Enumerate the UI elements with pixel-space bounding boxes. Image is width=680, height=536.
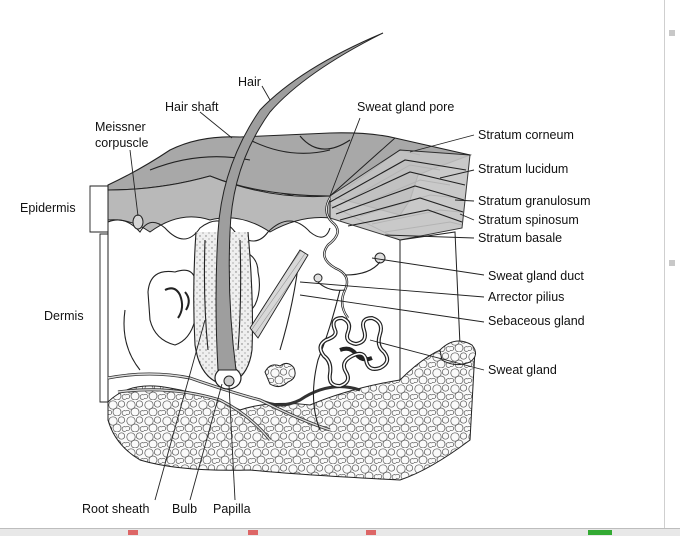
label-meissner-line1: Meissner: [95, 120, 146, 134]
label-dermis: Dermis: [44, 309, 84, 323]
label-sweat-gland-duct: Sweat gland duct: [488, 269, 584, 283]
taskbar-item[interactable]: [128, 530, 138, 535]
label-bulb: Bulb: [172, 502, 197, 516]
taskbar-item[interactable]: [588, 530, 612, 535]
leader-sweat-pore: [329, 117, 361, 197]
leader-papilla: [228, 384, 236, 501]
leader-arrector-pilius: [299, 281, 485, 298]
label-arrector-pilius: Arrector pilius: [488, 290, 564, 304]
leader-bulb: [189, 383, 223, 501]
labels: Hair Hair shaft Meissner corpuscle Sweat…: [20, 75, 591, 516]
epidermis-bracket: [89, 185, 108, 233]
duct-lumen: [323, 197, 349, 319]
dermal-papilla: [223, 375, 235, 387]
label-hair-shaft: Hair shaft: [165, 100, 219, 114]
leader-stratum-spinosum: [459, 213, 475, 221]
epidermis-front-face: [107, 175, 331, 233]
edge-marker: [669, 260, 675, 266]
label-epidermis: Epidermis: [20, 201, 76, 215]
leader-stratum-corneum: [409, 134, 475, 153]
taskbar-item[interactable]: [248, 530, 258, 535]
label-hair: Hair: [238, 75, 261, 89]
skin-cross-section-diagram: Hair Hair shaft Meissner corpuscle Sweat…: [20, 32, 591, 516]
hair-shaft: [215, 32, 384, 371]
window-edge-scroll-strip: [664, 0, 680, 535]
gland-lumen-left: [164, 287, 190, 319]
bulb-cluster: [264, 362, 296, 388]
label-stratum-corneum: Stratum corneum: [478, 128, 574, 142]
leader-hair-shaft: [199, 111, 233, 139]
label-meissner-line2: corpuscle: [95, 136, 149, 150]
duct-bulb-2: [313, 273, 323, 283]
label-root-sheath: Root sheath: [82, 502, 149, 516]
layer-brackets: [89, 185, 108, 403]
leader-sebaceous-gland: [299, 294, 485, 323]
label-stratum-granulosum: Stratum granulosum: [478, 194, 591, 208]
label-sweat-gland-pore: Sweat gland pore: [357, 100, 454, 114]
taskbar-item[interactable]: [366, 530, 376, 535]
leader-lines: [129, 85, 485, 501]
vessel-lumen: [107, 373, 331, 441]
fat-lobule-right: [439, 340, 476, 366]
duct-bulb: [374, 252, 386, 264]
label-sebaceous-gland: Sebaceous gland: [488, 314, 585, 328]
leader-root-sheath: [154, 319, 206, 501]
edge-marker: [669, 30, 675, 36]
label-stratum-lucidum: Stratum lucidum: [478, 162, 568, 176]
arrector-pili-muscle: [249, 249, 309, 339]
label-stratum-basale: Stratum basale: [478, 231, 562, 245]
leader-sweat-gland-duct: [371, 257, 485, 276]
root-sheath-lines: [203, 239, 242, 351]
strata-lines: [329, 159, 467, 227]
leader-stratum-lucidum: [439, 169, 475, 179]
label-sweat-gland: Sweat gland: [488, 363, 557, 377]
taskbar-strip: [0, 528, 680, 536]
leader-meissner: [129, 149, 139, 217]
sweat-gland-lumen: [319, 317, 388, 387]
leader-stratum-granulosum: [454, 199, 475, 202]
leader-hair: [261, 85, 271, 101]
skin-block: [107, 32, 476, 481]
label-stratum-spinosum: Stratum spinosum: [478, 213, 579, 227]
leader-sweat-gland: [369, 339, 485, 371]
dermis-bracket: [99, 233, 108, 403]
leader-stratum-basale: [384, 234, 475, 239]
label-papilla: Papilla: [213, 502, 251, 516]
meissner-corpuscle-shape: [132, 214, 144, 230]
